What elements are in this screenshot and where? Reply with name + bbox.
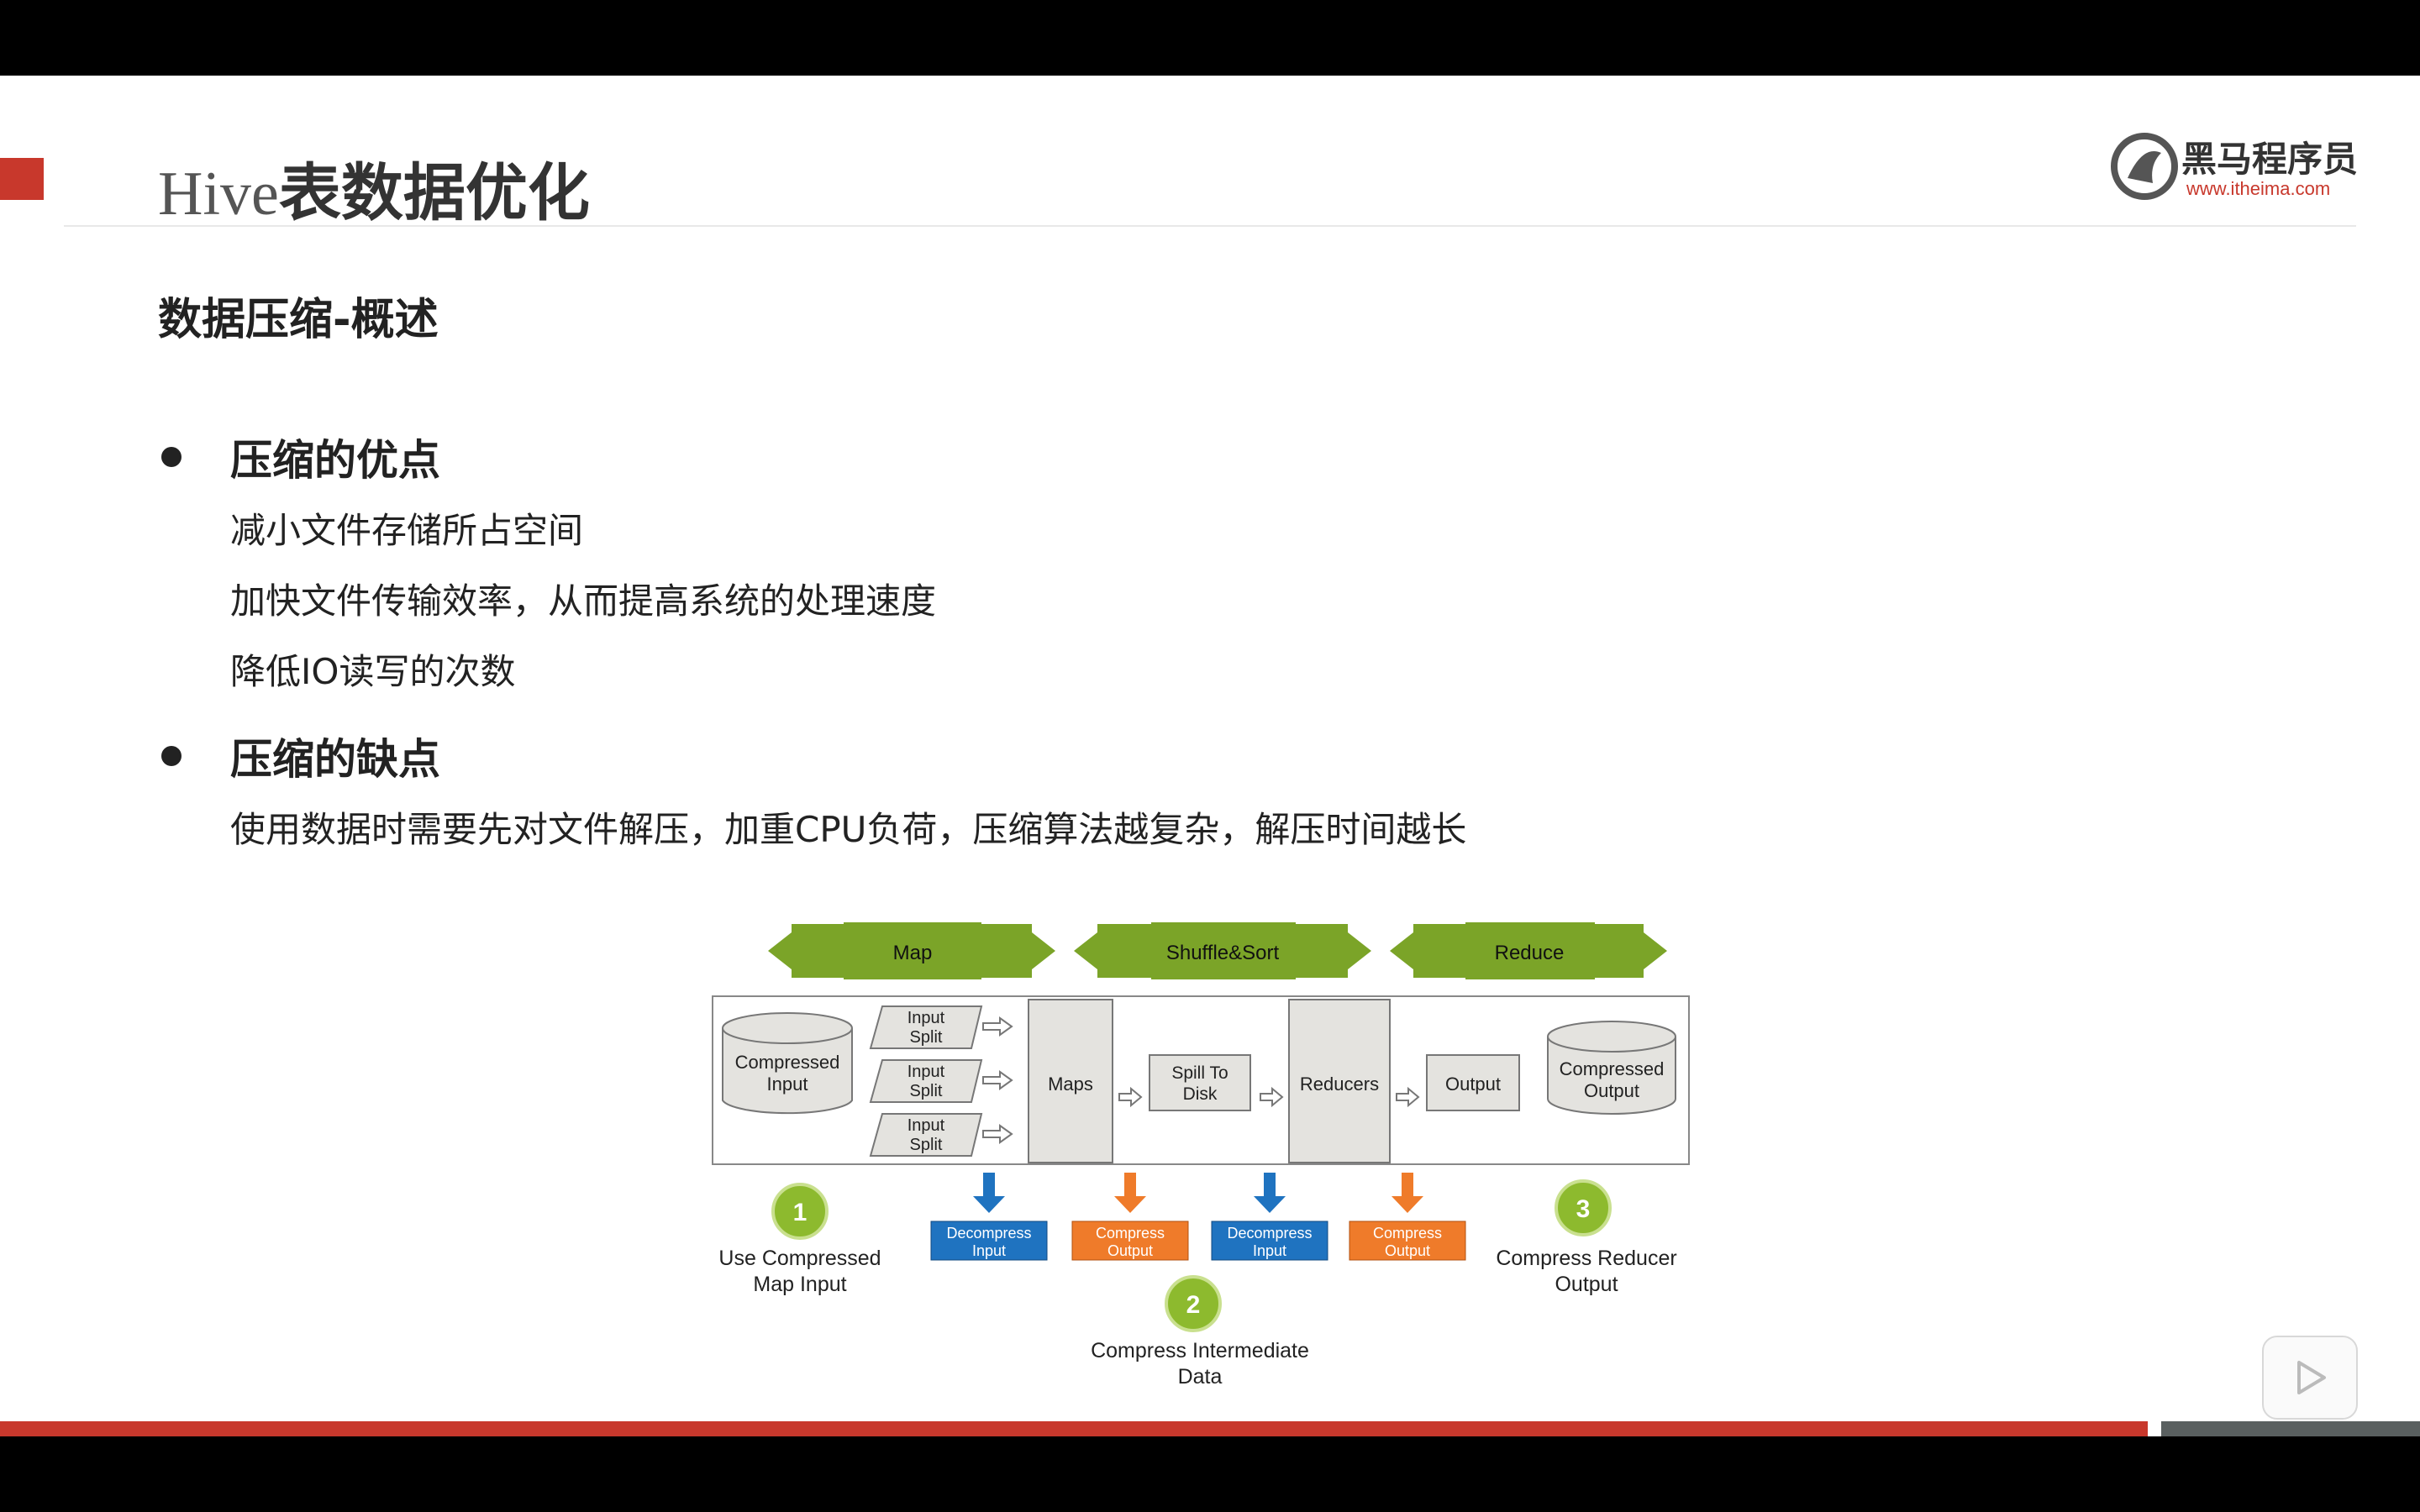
down-arrow-blue [973, 1173, 1005, 1213]
svg-text:Use Compressed: Use Compressed [718, 1247, 881, 1270]
svg-text:Decompress: Decompress [946, 1225, 1031, 1242]
disadvantage-line: 使用数据时需要先对文件解压，加重CPU负荷，压缩算法越复杂，解压时间越长 [230, 809, 1467, 850]
svg-text:Compress Intermediate: Compress Intermediate [1091, 1339, 1309, 1362]
svg-text:Spill To: Spill To [1171, 1063, 1228, 1083]
down-arrow-blue [1254, 1173, 1286, 1213]
svg-text:Input: Input [972, 1242, 1006, 1259]
phase-label: Reduce [1495, 942, 1565, 964]
svg-text:Split: Split [910, 1082, 943, 1100]
svg-text:Data: Data [1178, 1365, 1223, 1389]
svg-text:Input: Input [1253, 1242, 1286, 1259]
header-divider [64, 225, 2356, 227]
svg-text:Output: Output [1385, 1242, 1430, 1259]
mapreduce-compression-diagram: Map Shuffle&Sort Reduce Compressed Input… [712, 922, 1690, 1389]
logo-text: 黑马程序员 [2181, 139, 2358, 180]
compress-output-tag: Compress Output [1071, 1221, 1189, 1261]
advantage-line: 加快文件传输效率，从而提高系统的处理速度 [230, 580, 937, 622]
input-split: Input Split [869, 1113, 983, 1157]
svg-text:Input: Input [908, 1009, 945, 1027]
phase-label: Shuffle&Sort [1166, 942, 1280, 964]
svg-text:Disk: Disk [1183, 1084, 1218, 1104]
svg-text:2: 2 [1186, 1291, 1201, 1319]
accent-bar [0, 158, 44, 200]
decompress-input-tag: Decompress Input [930, 1221, 1048, 1261]
step-1: 1 Use Compressed Map Input [718, 1183, 881, 1296]
step-2: 2 Compress Intermediate Data [1091, 1275, 1309, 1389]
svg-text:Split: Split [910, 1136, 943, 1154]
footer-bar-gray [2161, 1421, 2420, 1436]
bullet-dot [161, 746, 182, 766]
output-box: Output [1426, 1054, 1520, 1111]
svg-text:Output: Output [1584, 1080, 1639, 1101]
svg-text:3: 3 [1576, 1195, 1591, 1223]
step-3: 3 Compress Reducer Output [1496, 1179, 1677, 1296]
compressed-output-cylinder: Compressed Output [1547, 1021, 1676, 1115]
svg-text:Compress: Compress [1096, 1225, 1165, 1242]
phase-reduce: Reduce [1390, 922, 1667, 979]
svg-text:Reducers: Reducers [1300, 1074, 1379, 1095]
svg-text:Maps: Maps [1048, 1074, 1093, 1095]
spill-to-disk-box: Spill To Disk [1149, 1054, 1251, 1111]
svg-text:Input: Input [767, 1074, 808, 1095]
down-arrow-orange [1392, 1173, 1423, 1213]
svg-text:Decompress: Decompress [1227, 1225, 1312, 1242]
svg-text:Output: Output [1445, 1074, 1501, 1095]
svg-text:Input: Input [908, 1063, 945, 1081]
disadvantages-heading: 压缩的缺点 [161, 726, 440, 786]
bullet-dot [161, 447, 182, 467]
down-arrow-orange [1114, 1173, 1146, 1213]
phase-shuffle: Shuffle&Sort [1074, 922, 1371, 979]
logo-url: www.itheima.com [2186, 178, 2330, 199]
advantage-line: 减小文件存储所占空间 [230, 510, 584, 551]
svg-text:Compressed: Compressed [1560, 1058, 1665, 1079]
svg-text:Compress Reducer: Compress Reducer [1496, 1247, 1676, 1270]
compress-output-tag: Compress Output [1349, 1221, 1466, 1261]
play-icon [2297, 1361, 2326, 1394]
input-split: Input Split [869, 1005, 983, 1049]
footer-bar-red [0, 1421, 2148, 1436]
page-title: Hive表数据优化 [158, 157, 590, 229]
flow-arrows [982, 1016, 1420, 1144]
svg-text:Input: Input [908, 1116, 945, 1135]
phase-label: Map [893, 942, 933, 964]
svg-text:Compressed: Compressed [735, 1052, 840, 1073]
advantage-line: 降低IO读写的次数 [230, 651, 516, 692]
svg-text:Compress: Compress [1373, 1225, 1442, 1242]
maps-box: Maps [1028, 999, 1113, 1163]
decompress-input-tag: Decompress Input [1211, 1221, 1328, 1261]
phase-map: Map [768, 922, 1055, 979]
reducers-box: Reducers [1288, 999, 1391, 1163]
compressed-input-cylinder: Compressed Input [722, 1012, 853, 1115]
input-split: Input Split [869, 1059, 983, 1103]
svg-text:Map Input: Map Input [753, 1273, 846, 1296]
brand-logo: 黑马程序员 www.itheima.com [2111, 133, 2358, 200]
svg-text:Output: Output [1555, 1273, 1618, 1296]
section-subtitle: 数据压缩-概述 [158, 295, 439, 345]
svg-text:Split: Split [910, 1028, 943, 1047]
play-button[interactable] [2262, 1336, 2358, 1420]
slide: Hive表数据优化 黑马程序员 www.itheima.com 数据压缩-概述 … [0, 76, 2420, 1436]
svg-text:Output: Output [1107, 1242, 1153, 1259]
svg-text:1: 1 [793, 1199, 808, 1226]
advantages-heading: 压缩的优点 [161, 427, 440, 487]
